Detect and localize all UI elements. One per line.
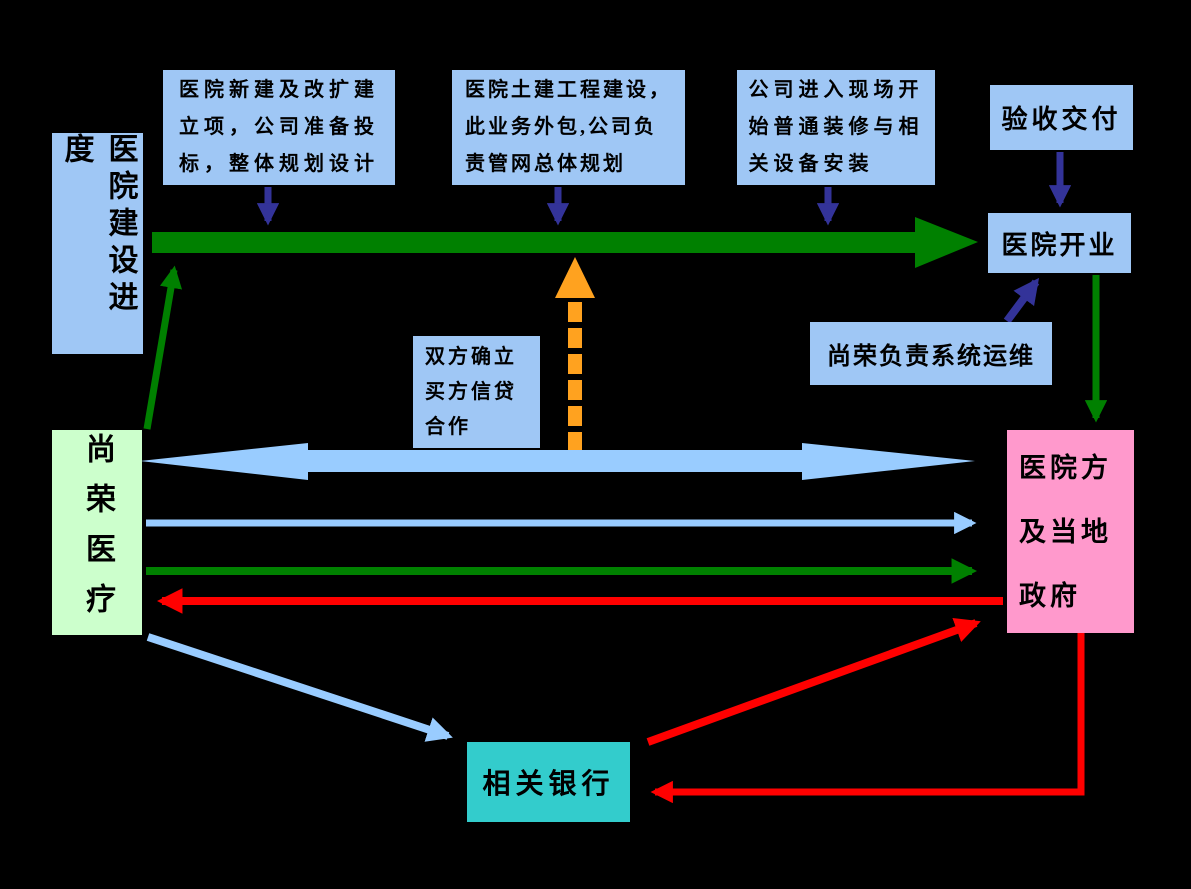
timeline-bar (152, 232, 915, 253)
hospital-to-bank-elbow-arrow-icon (650, 633, 1085, 804)
phase3-box: 公司进入现场开 始普通装修与相 关设备安装 (737, 70, 935, 185)
credit-dash (568, 354, 582, 374)
phase2-box: 医院土建工程建设， 此业务外包,公司负 责管网总体规划 (452, 70, 685, 185)
credit-dash (568, 302, 582, 322)
shangrong-medical-box: 尚荣医疗 (52, 430, 142, 635)
credit-dash (568, 380, 582, 400)
hospital-and-government-box: 医院方 及当地 政府 (1007, 430, 1134, 633)
construction-progress-label-box: 医院建设进度 (52, 133, 143, 354)
maintenance-to-opening-arrow-icon (1003, 277, 1040, 324)
shangrong-to-bank-arrow-icon (146, 633, 453, 742)
timeline-arrowhead-icon (915, 217, 978, 268)
system-maintenance-box: 尚荣负责系统运维 (810, 322, 1052, 385)
bank-to-hospital-arrow-icon (646, 617, 981, 746)
shangrong-to-timeline-arrow-icon (143, 265, 183, 430)
acceptance-delivery-box: 验收交付 (990, 85, 1133, 150)
credit-dash (568, 432, 582, 452)
phase1-box: 医院新建及改扩建 立项，公司准备投 标，整体规划设计 (163, 70, 395, 185)
credit-arrowhead-icon (555, 257, 595, 298)
related-banks-box: 相关银行 (467, 742, 630, 822)
hospital-opening-box: 医院开业 (988, 213, 1131, 273)
credit-dash (568, 406, 582, 426)
buyer-credit-box: 双方确立 买方信贷 合作 (413, 336, 540, 448)
credit-dash (568, 328, 582, 348)
double-arrow-icon (140, 443, 975, 480)
